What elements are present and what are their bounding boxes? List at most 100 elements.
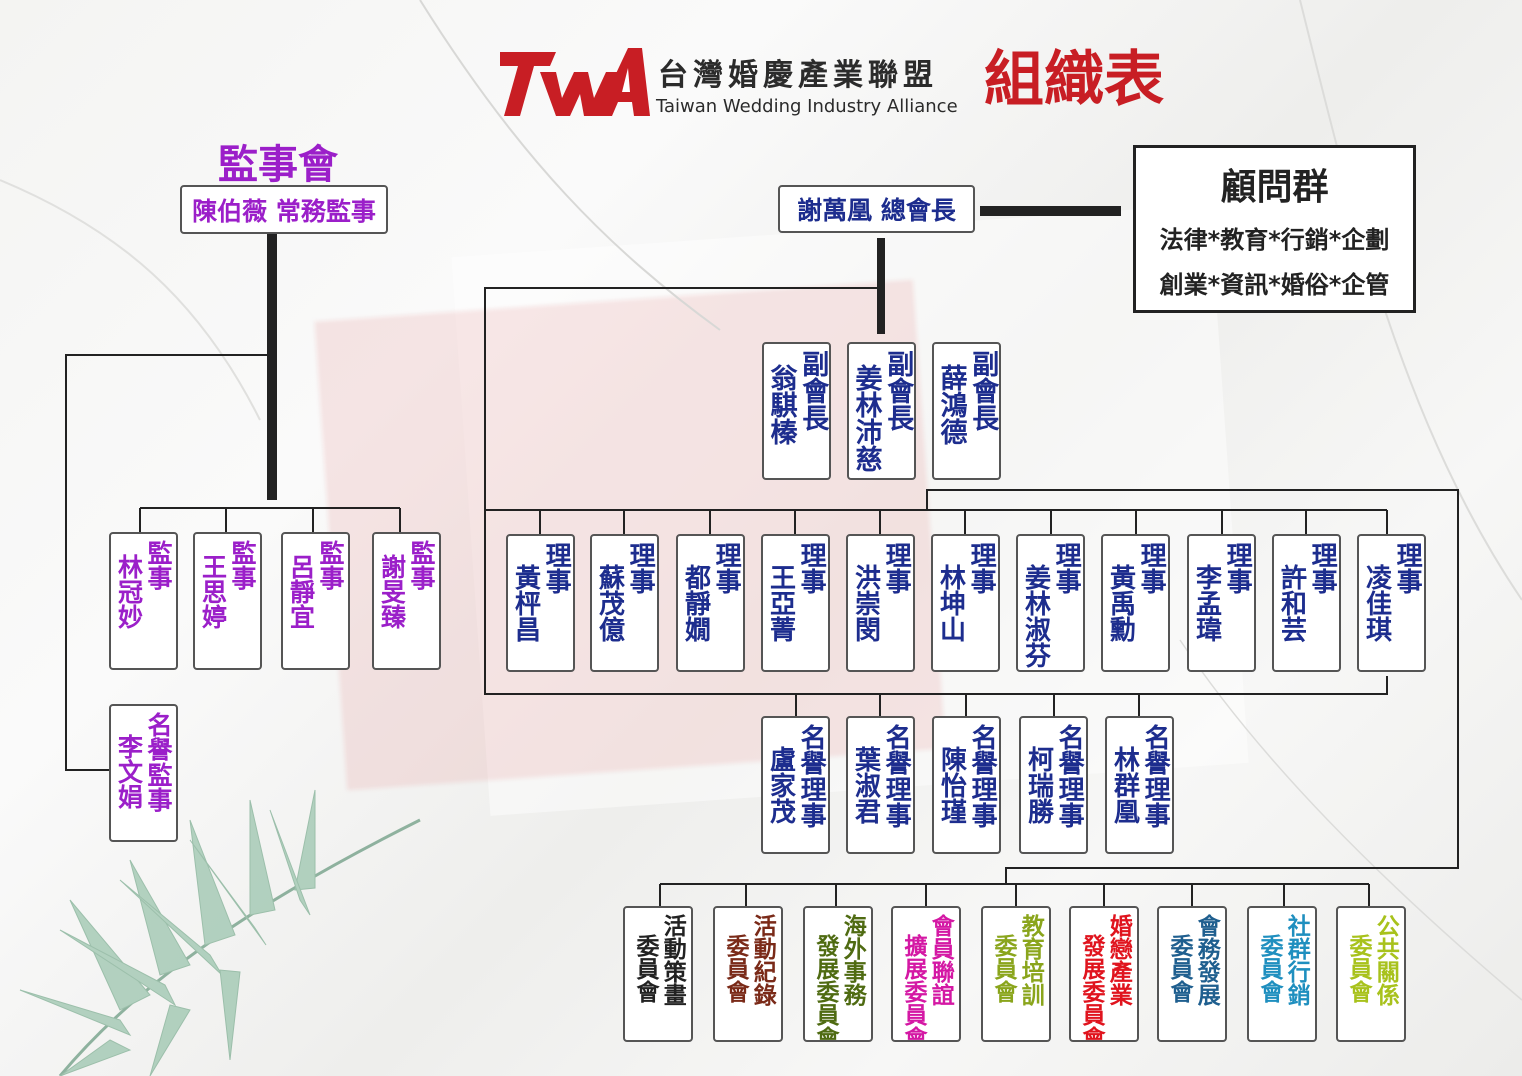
director-card: 理事黃枰昌 <box>506 534 575 672</box>
director-card-role: 理事 <box>796 542 827 594</box>
committee-card-role: 會員聯誼 <box>927 914 954 1006</box>
supervisor-card-role: 監事 <box>228 540 257 590</box>
director-card-name: 都靜嫺 <box>680 564 711 642</box>
director-card-name: 黃禹勳 <box>1105 564 1136 642</box>
org-name-cn: 台灣婚慶產業聯盟 <box>658 58 938 93</box>
director-card-role: 理事 <box>1051 542 1082 594</box>
committee-card: 活動策畫委員會 <box>623 906 693 1042</box>
director-card-name: 王亞菁 <box>765 564 796 642</box>
committee-card-role: 教育培訓 <box>1017 914 1044 1006</box>
committee-card-name: 委員會 <box>1166 934 1192 1003</box>
advisors-line-1: 法律*教育*行銷*企劃 <box>1159 226 1390 254</box>
director-card: 理事許和芸 <box>1272 534 1341 672</box>
supervisor-card: 監事呂靜宜 <box>281 532 350 670</box>
honorary-supervisor-card-role: 名譽監事 <box>144 712 173 812</box>
director-card-name: 李孟瑋 <box>1191 564 1222 642</box>
chief-supervisor-box: 陳伯薇 常務監事 <box>180 185 388 234</box>
committee-card: 教育培訓委員會 <box>981 906 1051 1042</box>
committee-card: 婚戀產業發展委員會 <box>1069 906 1139 1042</box>
director-card-name: 許和芸 <box>1276 564 1307 642</box>
director-card-role: 理事 <box>711 542 742 594</box>
director-card: 理事洪崇閔 <box>846 534 915 672</box>
honorary-director-card: 名譽理事陳怡瑾 <box>932 716 1001 854</box>
director-card: 理事林坤山 <box>931 534 1000 672</box>
honorary-director-card: 名譽理事林群凰 <box>1105 716 1174 854</box>
honorary-director-card-role: 名譽理事 <box>1054 724 1085 828</box>
honorary-director-card: 名譽理事盧家茂 <box>761 716 830 854</box>
director-card: 理事都靜嫺 <box>676 534 745 672</box>
committee-card: 活動紀錄委員會 <box>713 906 783 1042</box>
honorary-director-card-name: 陳怡瑾 <box>936 746 967 824</box>
vice-president-card-name: 翁騏榛 <box>765 364 797 445</box>
honorary-director-card-role: 名譽理事 <box>967 724 998 828</box>
honorary-director-card: 名譽理事葉淑君 <box>846 716 915 854</box>
director-card-name: 黃枰昌 <box>510 564 541 642</box>
org-name-en: Taiwan Wedding Industry Alliance <box>656 96 958 117</box>
supervisor-card: 監事王思婷 <box>193 532 262 670</box>
director-card-role: 理事 <box>1307 542 1338 594</box>
vice-president-card: 副會長翁騏榛 <box>762 342 831 480</box>
chart-title: 組織表 <box>984 45 1164 115</box>
committee-card-role: 社群行銷 <box>1283 914 1310 1006</box>
committee-card-name: 委員會 <box>990 934 1016 1003</box>
director-card-name: 洪崇閔 <box>850 564 881 642</box>
committee-card: 海外事務發展委員會 <box>803 906 873 1042</box>
director-card: 理事凌佳琪 <box>1357 534 1426 672</box>
honorary-director-card-role: 名譽理事 <box>881 724 912 828</box>
committee-card-name: 委員會 <box>1345 934 1371 1003</box>
supervisor-card-name: 呂靜宜 <box>286 554 316 629</box>
supervisor-card: 監事謝旻臻 <box>372 532 441 670</box>
honorary-director-card-name: 柯瑞勝 <box>1023 746 1054 824</box>
supervisor-card-name: 王思婷 <box>198 554 228 629</box>
committee-card: 會員聯誼擴展委員會 <box>891 906 961 1042</box>
director-card: 理事李孟瑋 <box>1187 534 1256 672</box>
committee-card: 會務發展委員會 <box>1157 906 1227 1042</box>
supervisors-title: 監事會 <box>218 142 338 188</box>
supervisor-card: 監事林冠妙 <box>109 532 178 670</box>
director-card: 理事王亞菁 <box>761 534 830 672</box>
director-card: 理事姜林淑芬 <box>1016 534 1085 672</box>
committee-card: 公共關係委員會 <box>1336 906 1406 1042</box>
committee-card-role: 活動策畫 <box>659 914 686 1006</box>
director-card-role: 理事 <box>1136 542 1167 594</box>
director-card: 理事蘇茂億 <box>590 534 659 672</box>
supervisor-card-role: 監事 <box>407 540 436 590</box>
honorary-director-card-name: 林群凰 <box>1109 746 1140 824</box>
committee-card-name: 發展委員會 <box>812 934 838 1042</box>
committee-card-name: 委員會 <box>632 934 658 1003</box>
committee-card-name: 委員會 <box>722 934 748 1003</box>
director-card-name: 姜林淑芬 <box>1020 564 1051 668</box>
committee-card-role: 海外事務 <box>839 914 866 1006</box>
twa-logo <box>500 48 650 116</box>
honorary-director-card-role: 名譽理事 <box>796 724 827 828</box>
director-card-role: 理事 <box>1392 542 1423 594</box>
vice-president-card-name: 姜林沛慈 <box>850 364 882 472</box>
supervisor-card-name: 林冠妙 <box>114 554 144 629</box>
director-card-name: 蘇茂億 <box>594 564 625 642</box>
committee-card-name: 委員會 <box>1256 934 1282 1003</box>
director-card: 理事黃禹勳 <box>1101 534 1170 672</box>
committee-card: 社群行銷委員會 <box>1247 906 1317 1042</box>
director-card-role: 理事 <box>541 542 572 594</box>
director-card-role: 理事 <box>625 542 656 594</box>
honorary-director-card-name: 葉淑君 <box>850 746 881 824</box>
supervisor-card-name: 謝旻臻 <box>377 554 407 629</box>
advisors-line-2: 創業*資訊*婚俗*企管 <box>1159 271 1390 299</box>
vice-president-card-role: 副會長 <box>797 350 829 431</box>
vice-president-card-name: 薛鴻德 <box>935 364 967 445</box>
honorary-director-card-name: 盧家茂 <box>765 746 796 824</box>
committee-card-role: 活動紀錄 <box>749 914 776 1006</box>
vice-president-card: 副會長姜林沛慈 <box>847 342 916 480</box>
director-card-role: 理事 <box>1222 542 1253 594</box>
honorary-supervisor-card-name: 李文娟 <box>114 734 144 809</box>
committee-card-name: 發展委員會 <box>1078 934 1104 1042</box>
advisors-title: 顧問群 <box>1220 167 1329 208</box>
director-card-name: 林坤山 <box>935 564 966 642</box>
president-box: 謝萬凰 總會長 <box>778 185 975 233</box>
committee-card-name: 擴展委員會 <box>900 934 926 1042</box>
supervisor-card-role: 監事 <box>144 540 173 590</box>
director-card-role: 理事 <box>881 542 912 594</box>
committee-card-role: 會務發展 <box>1193 914 1220 1006</box>
honorary-director-card-role: 名譽理事 <box>1140 724 1171 828</box>
